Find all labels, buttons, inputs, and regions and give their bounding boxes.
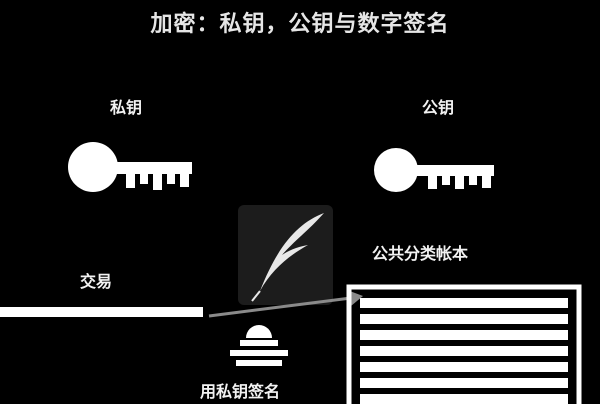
- diagram-title: 加密：私钥，公钥与数字签名: [150, 12, 450, 37]
- private-key-icon: [68, 142, 192, 192]
- transaction-label: 交易: [80, 272, 113, 291]
- ledger-label: 公共分类帐本: [372, 244, 469, 263]
- signing-label: 用私钥签名: [200, 382, 281, 401]
- ledger-lines-icon: [346, 284, 582, 404]
- quill-icon: [238, 205, 333, 305]
- private-key-label: 私钥: [110, 98, 143, 117]
- transaction-bar: [0, 307, 203, 317]
- public-key-label: 公钥: [422, 98, 455, 117]
- public-key-icon: [374, 148, 494, 192]
- scales-icon: [230, 325, 288, 366]
